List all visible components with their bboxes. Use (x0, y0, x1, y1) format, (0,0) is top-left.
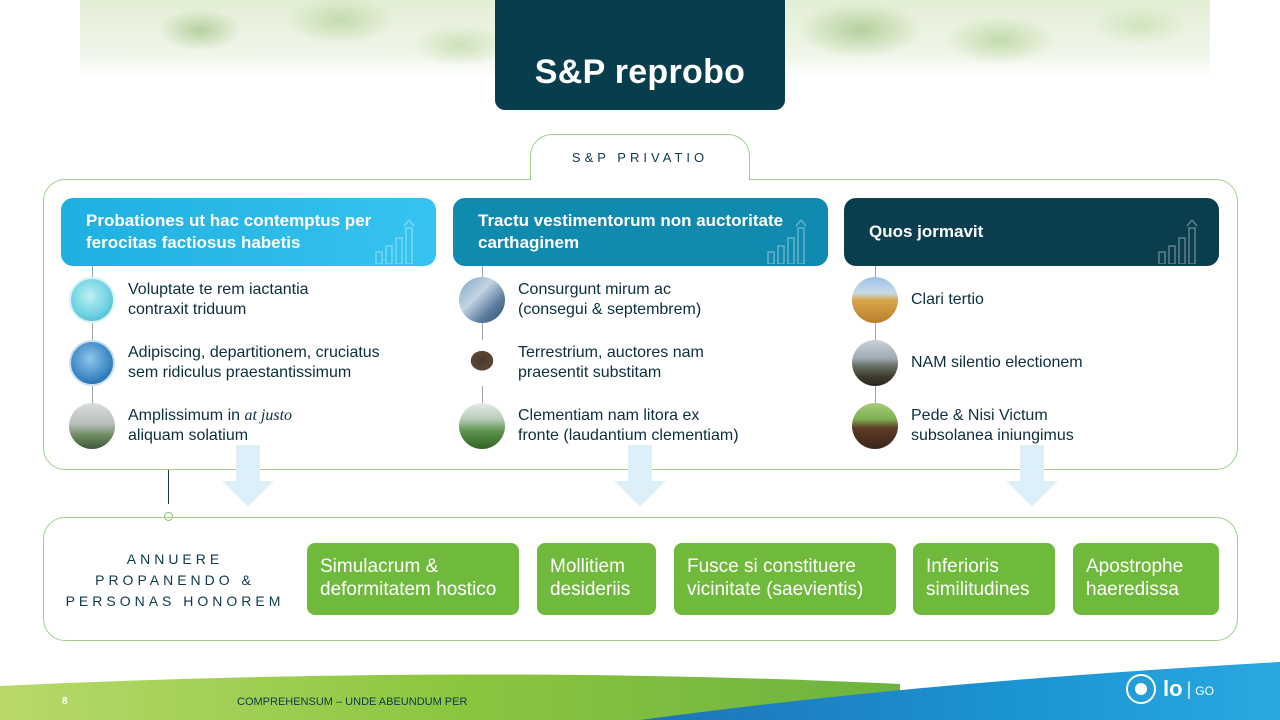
logo-ring-icon (1126, 674, 1156, 704)
column-heading-probationes: Probationes ut hac contemptus per feroci… (61, 198, 436, 266)
culture-plate-icon (69, 340, 115, 386)
factory-icon (459, 277, 505, 323)
sprouting-soil-icon (852, 403, 898, 449)
page-number: 8 (62, 696, 68, 707)
growth-chart-icon (766, 218, 814, 264)
wheat-field-icon (852, 277, 898, 323)
footer-text: COMPREHENSUM – UNDE ABEUNDUM PER (237, 696, 467, 708)
list-item: Clari tertio (852, 277, 984, 323)
outcomes-label: ANNUERE PROPANENDO & PERSONAS HONOREM (50, 549, 300, 612)
connector-line (168, 470, 169, 504)
outcome-button-simulacrum[interactable]: Simulacrum &deformitatem hostico (307, 543, 519, 615)
lab-plants-icon (69, 403, 115, 449)
greenhouse-icon (459, 403, 505, 449)
column-heading-tractu: Tractu vestimentorum non auctoritate car… (453, 198, 828, 266)
down-arrow-icon (614, 445, 666, 507)
privatio-label: S&P PRIVATIO (530, 150, 750, 165)
list-item: NAM silentio electionem (852, 340, 1083, 386)
petri-dish-icon (69, 277, 115, 323)
growth-chart-icon (1157, 218, 1205, 264)
soil-bag-icon (459, 340, 505, 386)
tractor-icon (852, 340, 898, 386)
title-banner: S&P reprobo (495, 0, 785, 110)
page-title: S&P reprobo (535, 53, 746, 92)
growth-chart-icon (374, 218, 422, 264)
company-logo: lo | GO (1126, 674, 1214, 704)
footer-wave (0, 650, 1280, 720)
list-item: Consurgunt mirum ac(consegui & septembre… (459, 277, 701, 323)
down-arrow-icon (1006, 445, 1058, 507)
column-heading-quos: Quos jormavit (844, 198, 1219, 266)
down-arrow-icon (222, 445, 274, 507)
